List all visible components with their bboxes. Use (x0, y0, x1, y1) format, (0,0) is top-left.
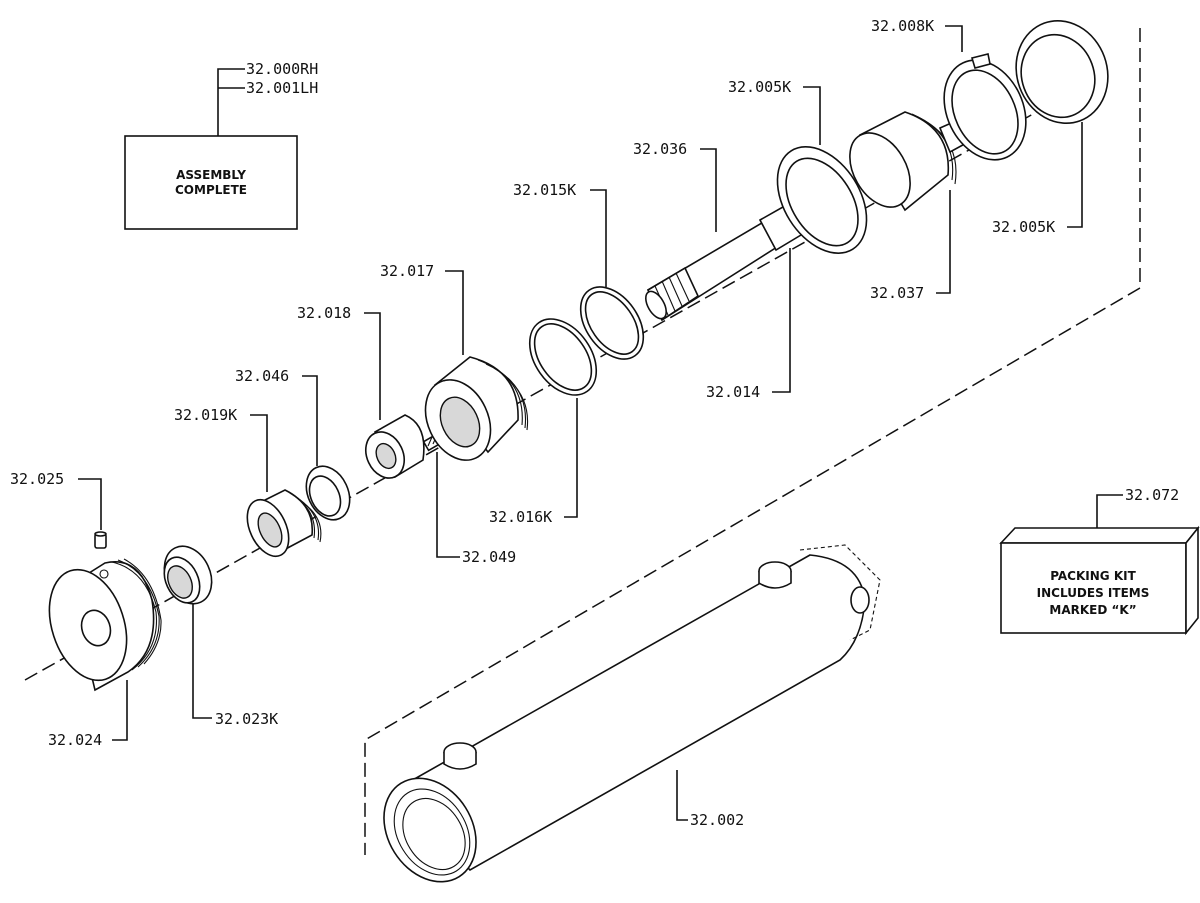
part-032017-piston (424, 356, 529, 461)
part-032005k-right-ring (1015, 19, 1109, 125)
label-32036: 32.036 (633, 140, 687, 158)
label-32024: 32.024 (48, 731, 102, 749)
label-32037: 32.037 (870, 284, 924, 302)
label-32016k: 32.016K (489, 508, 552, 526)
part-032046-washer (305, 465, 351, 521)
packing-box-line3: MARKED “K” (1049, 603, 1136, 617)
label-32072: 32.072 (1125, 486, 1179, 504)
assembly-box-line2: COMPLETE (175, 183, 247, 197)
label-32018: 32.018 (297, 304, 351, 322)
part-032023k-ring (163, 545, 213, 605)
part-032024-end-cap (48, 558, 162, 692)
label-32015k: 32.015K (513, 181, 576, 199)
label-32025: 32.025 (10, 470, 64, 488)
barrel-bracket (364, 28, 1141, 855)
part-032015k-seal (579, 286, 645, 360)
label-32002: 32.002 (690, 811, 744, 829)
assembly-complete-box: ASSEMBLY COMPLETE 32.000RH 32.001LH (124, 60, 318, 230)
assembly-box-line1: ASSEMBLY (176, 168, 246, 182)
label-32005k-right: 32.005K (992, 218, 1055, 236)
part-032018-spacer (364, 414, 425, 479)
label-32017: 32.017 (380, 262, 434, 280)
label-32023k: 32.023K (215, 710, 278, 728)
label-32014: 32.014 (706, 383, 760, 401)
label-32005k-top: 32.005K (728, 78, 791, 96)
label-32000rh: 32.000RH (246, 60, 318, 78)
packing-box-line2: INCLUDES ITEMS (1037, 586, 1150, 600)
label-32046: 32.046 (235, 367, 289, 385)
part-032008k-split-ring (943, 53, 1027, 161)
label-32049: 32.049 (462, 548, 516, 566)
part-032019k-bushing (246, 489, 322, 558)
part-032005k-top-seal (776, 146, 868, 254)
part-032016k-seal (528, 318, 598, 396)
part-032025-pin (94, 531, 107, 549)
packing-box-line1: PACKING KIT (1050, 569, 1136, 583)
label-32019k: 32.019K (174, 406, 237, 424)
label-32008k: 32.008K (871, 17, 934, 35)
label-32001lh: 32.001LH (246, 79, 318, 97)
part-032002-barrel (383, 544, 881, 883)
packing-kit-box: PACKING KIT INCLUDES ITEMS MARKED “K” 32… (999, 486, 1200, 636)
